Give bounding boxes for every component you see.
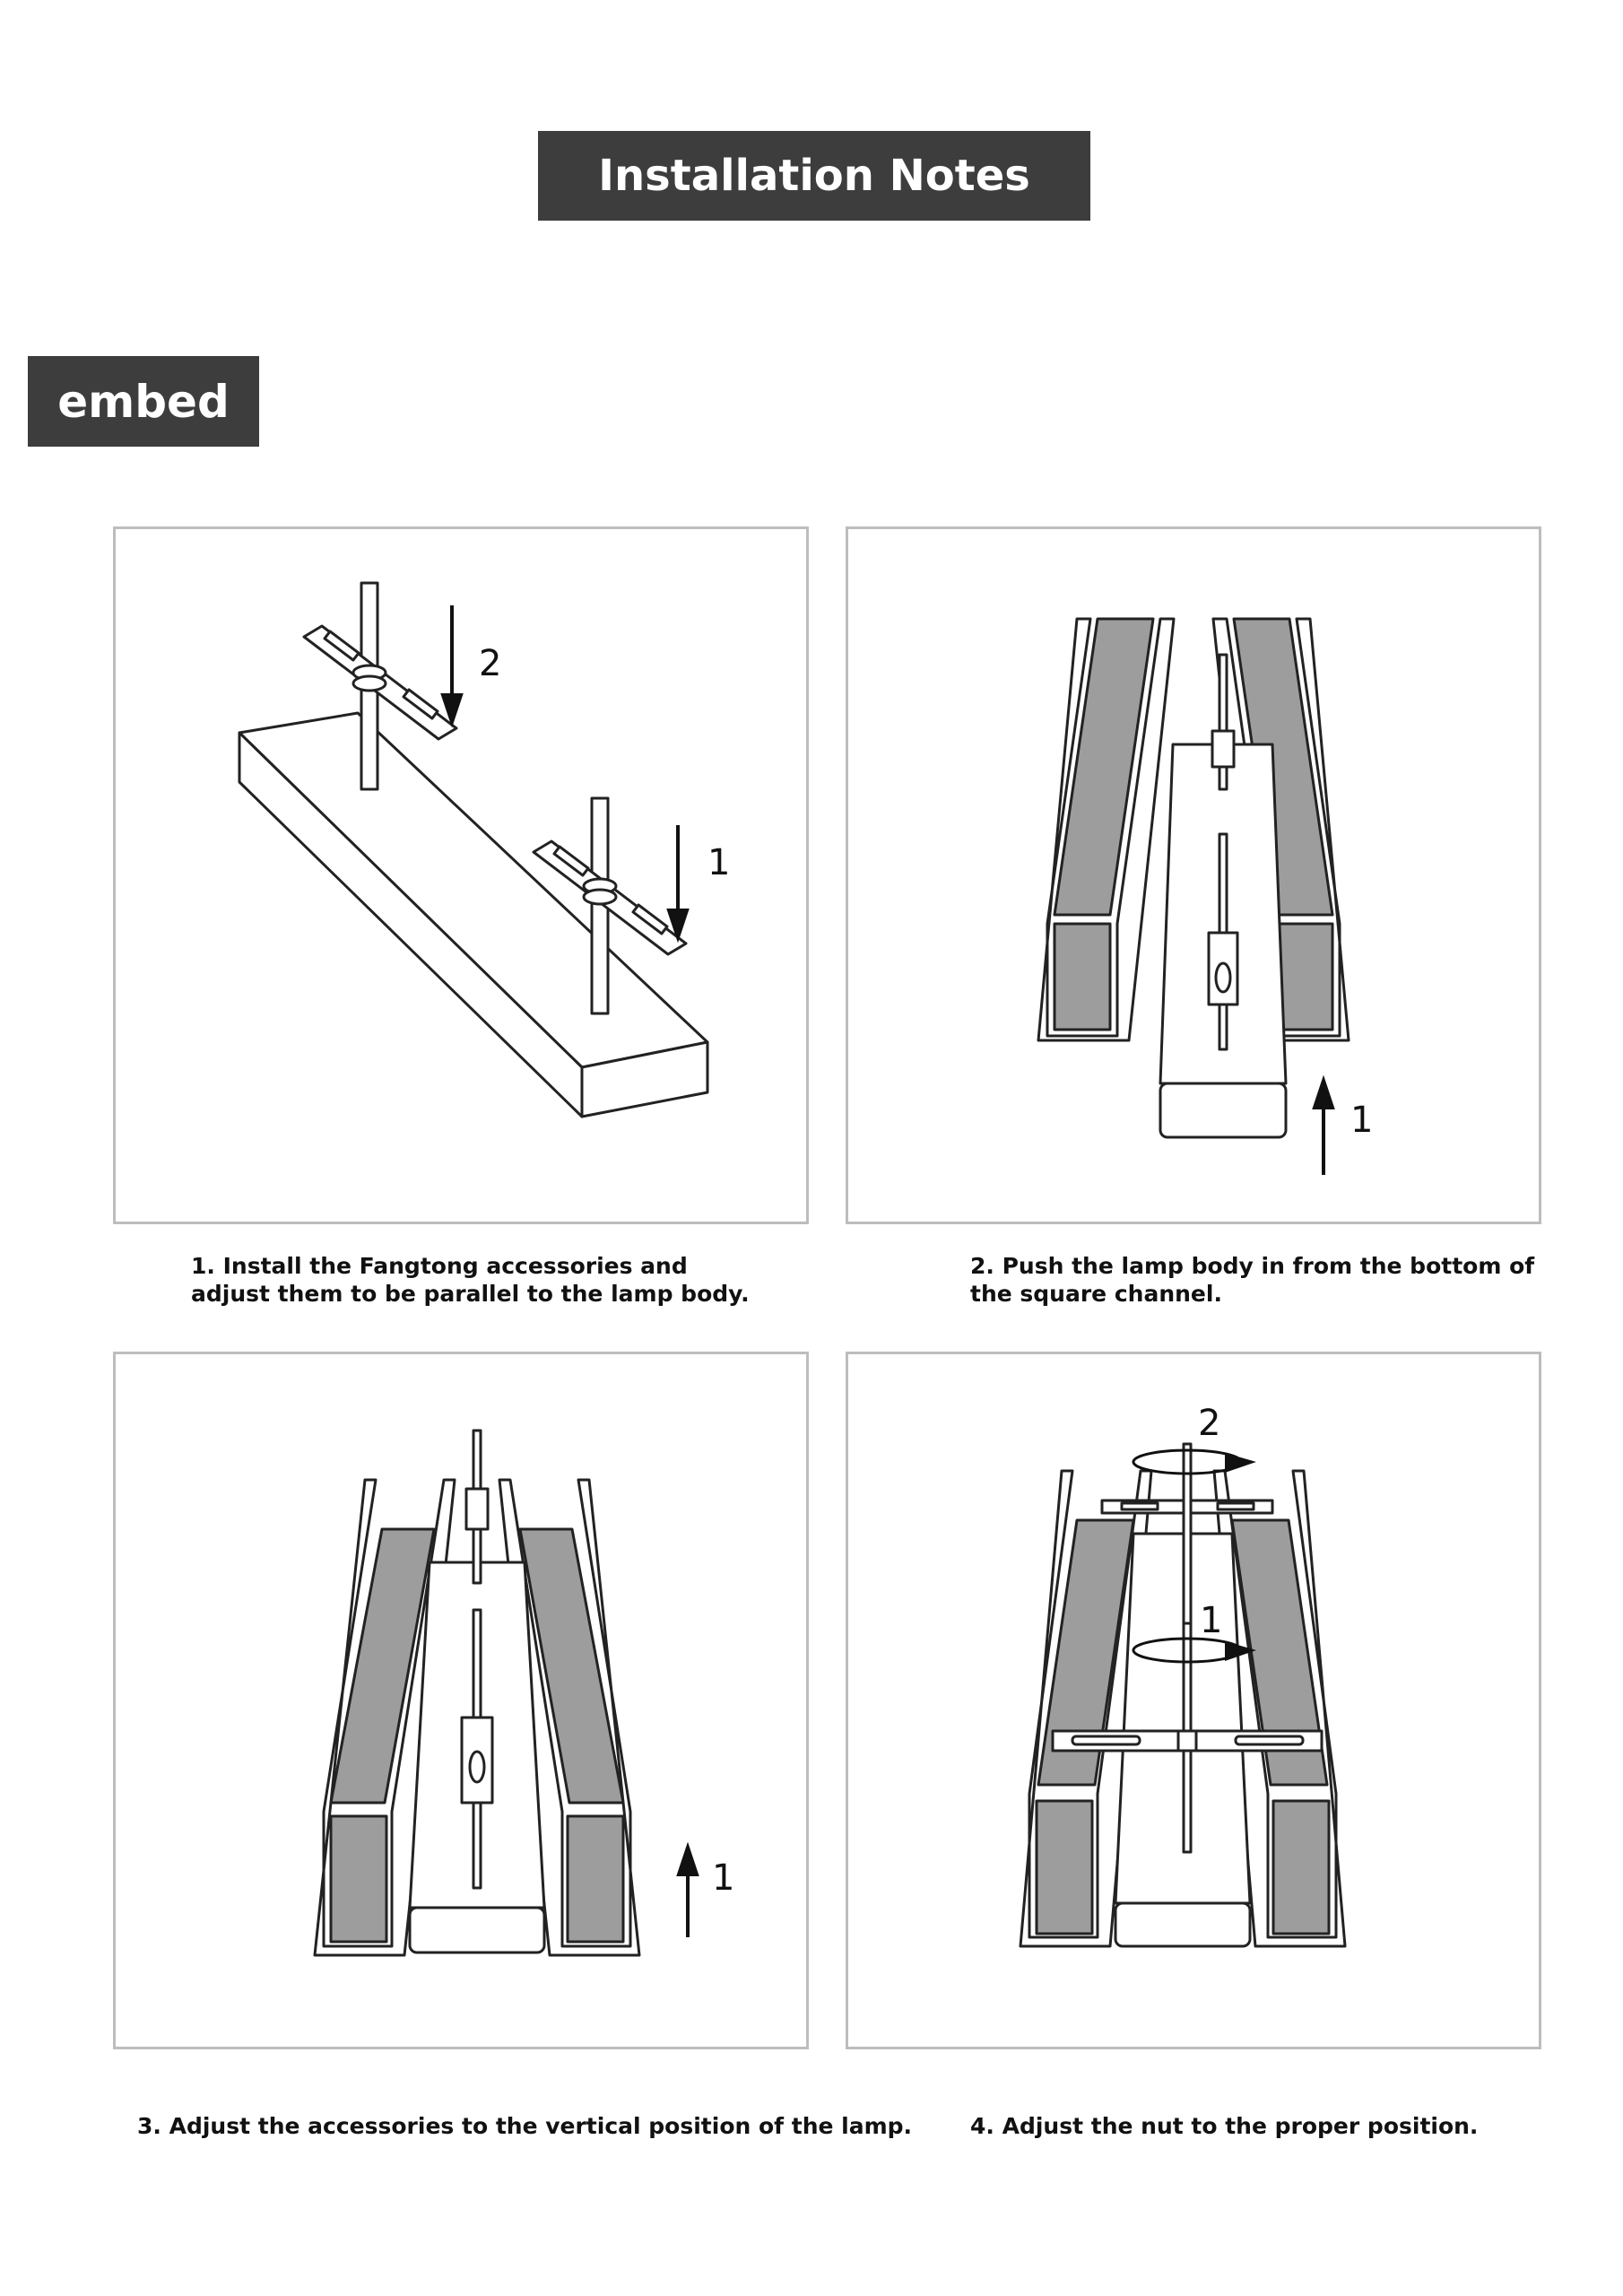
step-1-label-2: 2 bbox=[479, 643, 501, 684]
page-title: Installation Notes bbox=[538, 131, 1090, 221]
page-title-text: Installation Notes bbox=[598, 151, 1030, 201]
step-3-illustration: 1 bbox=[313, 1429, 734, 1957]
step-4-illustration: 2 1 bbox=[1019, 1403, 1347, 1948]
caption-line: 4. Adjust the nut to the proper position… bbox=[970, 2113, 1479, 2139]
step-3-figure: 1 bbox=[113, 1352, 809, 2049]
section-heading-embed: embed bbox=[28, 356, 259, 447]
step-4-caption: 4. Adjust the nut to the proper position… bbox=[970, 2112, 1478, 2140]
caption-line: 1. Install the Fangtong accessories and bbox=[191, 1253, 688, 1279]
step-4-label-1: 1 bbox=[1200, 1600, 1222, 1641]
caption-line: the square channel. bbox=[970, 1281, 1222, 1307]
caption-line: 2. Push the lamp body in from the bottom… bbox=[970, 1253, 1535, 1279]
caption-line: adjust them to be parallel to the lamp b… bbox=[191, 1281, 750, 1307]
step-1-figure: 2 1 bbox=[113, 526, 809, 1224]
step-1-label-1: 1 bbox=[707, 842, 730, 883]
step-1-illustration: 2 1 bbox=[238, 581, 730, 1118]
step-3-caption: 3. Adjust the accessories to the vertica… bbox=[137, 2112, 912, 2140]
step-2-illustration: 1 bbox=[1037, 617, 1373, 1175]
caption-line: 3. Adjust the accessories to the vertica… bbox=[137, 2113, 913, 2139]
step-3-label-1: 1 bbox=[712, 1857, 734, 1899]
step-1-caption: 1. Install the Fangtong accessories and … bbox=[191, 1252, 750, 1308]
step-2-caption: 2. Push the lamp body in from the bottom… bbox=[970, 1252, 1534, 1308]
step-4-figure: 2 1 bbox=[846, 1352, 1541, 2049]
step-2-label-1: 1 bbox=[1350, 1100, 1373, 1141]
step-2-figure: 1 bbox=[846, 526, 1541, 1224]
section-heading-text: embed bbox=[57, 375, 230, 428]
step-4-label-2: 2 bbox=[1198, 1403, 1220, 1444]
